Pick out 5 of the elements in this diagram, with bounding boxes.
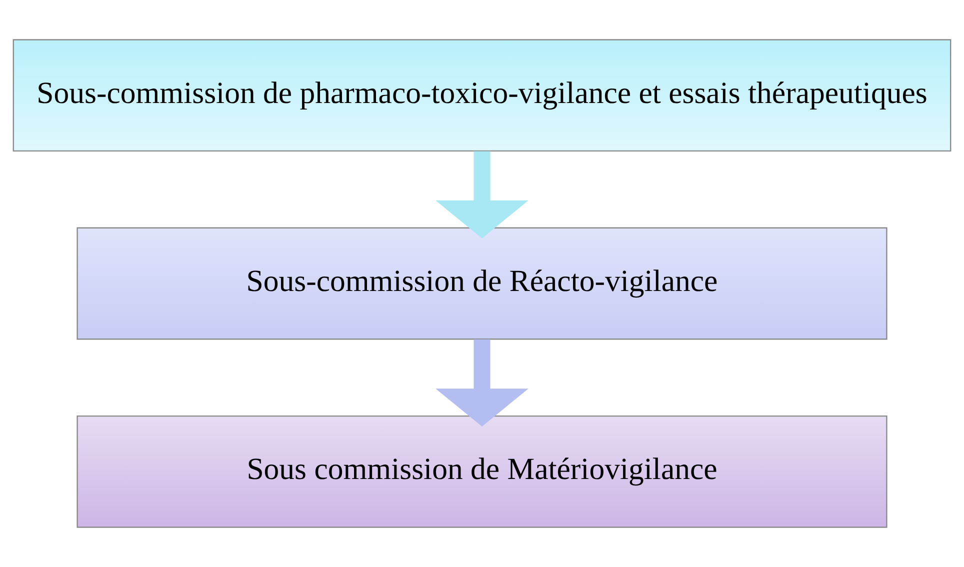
arrow (436, 151, 528, 238)
node-box: Sous commission de Matériovigilance (76, 415, 888, 528)
node-box: Sous-commission de pharmaco-toxico-vigilance et essais thérapeutiques (12, 39, 952, 152)
node-box: Sous-commission de Réacto-vigilance (76, 227, 888, 340)
arrow (436, 339, 528, 426)
